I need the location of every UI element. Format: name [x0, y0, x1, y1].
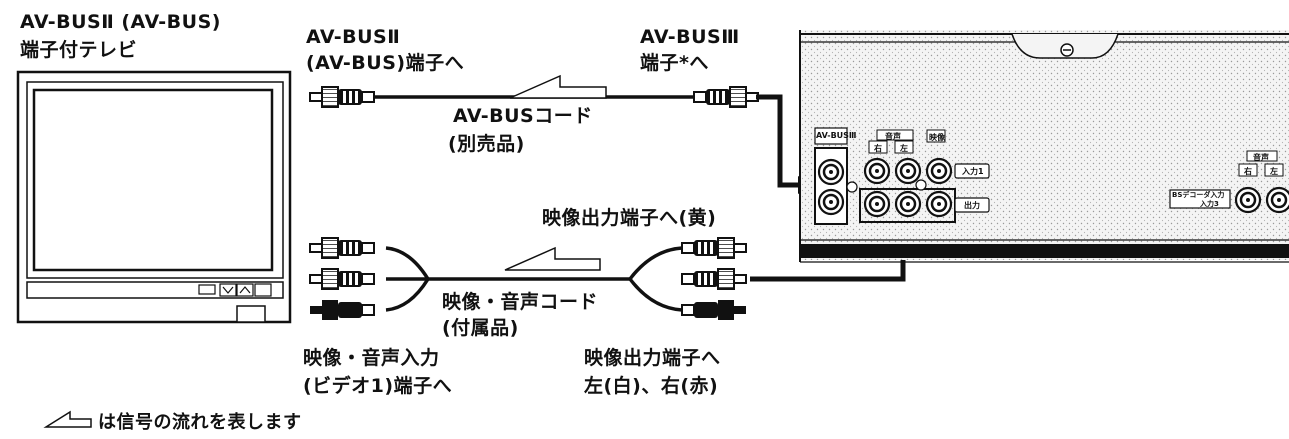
panel-audio2-label: 音声 [1253, 153, 1269, 162]
legend-text: は信号の流れを表します [98, 412, 302, 433]
avbus-cord-label-line2: (別売品) [448, 133, 525, 155]
legend-arrow-icon [43, 410, 92, 428]
panel-avbus3-label: AV-BUSⅢ [816, 131, 857, 140]
av-right-label-line2: 左(白)、右(赤) [584, 375, 719, 397]
panel-right2-label: 右 [1244, 167, 1252, 176]
av-right-label-line1: 映像出力端子へ [584, 347, 721, 369]
panel-video-label: 映像 [929, 133, 945, 142]
vcr-rear-panel [799, 30, 1289, 263]
signal-flow-arrow-top [509, 74, 607, 99]
av-cord-label-line1: 映像・音声コード [442, 291, 599, 313]
tv-label-line1: AV-BUSⅡ (AV-BUS) [20, 11, 221, 33]
signal-flow-arrow-bottom [504, 246, 601, 271]
av-cord-label-line2: (付属品) [442, 317, 519, 339]
av-left-label-line1: 映像・音声入力 [303, 347, 440, 369]
panel-input1-label: 入力1 [962, 167, 984, 176]
avbus-right-label-line2: 端子*へ [640, 52, 709, 74]
panel-output-label: 出力 [964, 201, 980, 210]
avbus-cord-label-line1: AV-BUSコード [453, 105, 593, 127]
panel-left-label: 左 [900, 144, 908, 153]
panel-audio-label: 音声 [885, 132, 901, 141]
video-out-label: 映像出力端子へ(黄) [542, 207, 717, 229]
av-cord [310, 236, 912, 320]
tv-label-line2: 端子付テレビ [20, 39, 138, 61]
panel-input3-label: 入力3 [1200, 200, 1219, 208]
television [16, 70, 292, 324]
panel-bs-decoder-label: BSデコーダ入力 [1172, 191, 1225, 199]
avbus-left-label-line2: (AV-BUS)端子へ [306, 52, 465, 74]
panel-right-label: 右 [874, 144, 882, 153]
panel-left2-label: 左 [1270, 167, 1278, 176]
av-left-label-line2: (ビデオ1)端子へ [303, 375, 453, 397]
avbus-left-label-line1: AV-BUSⅡ [306, 26, 401, 48]
avbus-right-label-line1: AV-BUSⅢ [640, 26, 740, 48]
